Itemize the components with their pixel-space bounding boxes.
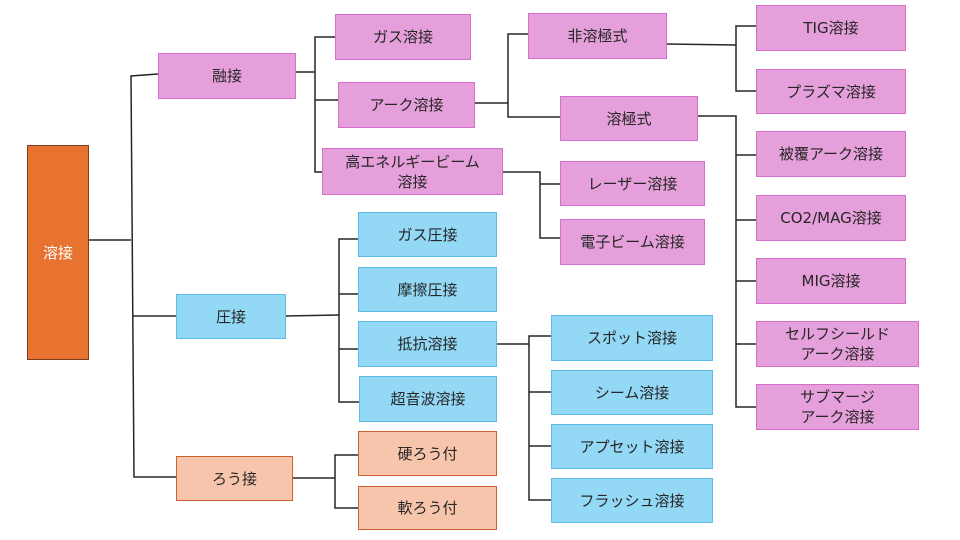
node-label: 高エネルギービーム 溶接: [345, 152, 480, 191]
node-label: 融接: [211, 67, 242, 85]
node-arc-welding[interactable]: アーク溶接: [338, 82, 475, 128]
node-label: レーザー溶接: [587, 174, 678, 193]
node-ultrasonic-welding[interactable]: 超音波溶接: [359, 376, 497, 422]
node-mig-welding[interactable]: MIG溶接: [756, 258, 906, 304]
node-consumable-electrode[interactable]: 溶極式: [560, 96, 698, 141]
node-label: 超音波溶接: [390, 390, 466, 408]
connector-root-fusion: [130, 73, 176, 478]
connector-pressure-bracket: [338, 238, 359, 403]
node-gas-welding[interactable]: ガス溶接: [335, 14, 471, 60]
node-plasma-welding[interactable]: プラズマ溶接: [756, 69, 906, 114]
node-label: MIG溶接: [801, 272, 861, 290]
node-electron-beam-welding[interactable]: 電子ビーム溶接: [560, 219, 705, 265]
node-label: ろう接: [211, 469, 257, 488]
node-label: フラッシュ溶接: [579, 491, 685, 510]
connector-pressure: [284, 314, 340, 317]
connector-non-consumable: [665, 43, 737, 46]
node-high-energy-beam-welding[interactable]: 高エネルギービーム 溶接: [322, 148, 503, 195]
node-welding-root[interactable]: 溶接: [27, 145, 89, 360]
node-label: CO2/MAG溶接: [780, 209, 882, 227]
node-label: サブマージ アーク溶接: [800, 388, 875, 426]
node-label: 非溶極式: [567, 27, 628, 45]
node-label: アーク溶接: [369, 96, 444, 114]
connector-arc-bracket: [507, 33, 560, 118]
node-label: TIG溶接: [803, 19, 859, 37]
connector-resistance-bracket: [528, 335, 551, 501]
connector-fusion-bracket: [314, 36, 335, 173]
node-co2-mag-welding[interactable]: CO2/MAG溶接: [756, 195, 906, 241]
node-friction-welding[interactable]: 摩擦圧接: [358, 267, 497, 312]
node-label: ガス圧接: [397, 225, 458, 244]
node-label: 圧接: [215, 307, 246, 326]
node-hard-brazing[interactable]: 硬ろう付: [358, 431, 497, 476]
node-soft-soldering[interactable]: 軟ろう付: [358, 486, 497, 530]
node-label: スポット溶接: [586, 329, 677, 347]
node-label: 軟ろう付: [397, 499, 458, 517]
node-self-shield-arc-welding[interactable]: セルフシールド アーク溶接: [756, 321, 919, 367]
node-label: アプセット溶接: [579, 437, 685, 456]
node-label: 被覆アーク溶接: [778, 145, 884, 163]
node-upset-welding[interactable]: アプセット溶接: [551, 424, 713, 469]
node-label: シーム溶接: [594, 383, 670, 402]
node-tig-welding[interactable]: TIG溶接: [756, 5, 906, 51]
connector-high-energy: [502, 171, 560, 239]
node-submerged-arc-welding[interactable]: サブマージ アーク溶接: [756, 384, 919, 430]
node-fusion-welding[interactable]: 融接: [158, 53, 296, 99]
node-label: 電子ビーム溶接: [580, 233, 685, 251]
node-seam-welding[interactable]: シーム溶接: [551, 370, 713, 415]
node-label: 抵抗溶接: [397, 335, 458, 353]
node-flash-welding[interactable]: フラッシュ溶接: [551, 478, 713, 523]
node-label: ガス溶接: [372, 28, 433, 46]
node-label: セルフシールド アーク溶接: [784, 325, 890, 363]
node-label: プラズマ溶接: [786, 82, 876, 101]
node-covered-arc-welding[interactable]: 被覆アーク溶接: [756, 131, 906, 177]
node-laser-welding[interactable]: レーザー溶接: [560, 161, 705, 206]
node-resistance-welding[interactable]: 抵抗溶接: [358, 321, 497, 367]
connector-consumable: [697, 115, 756, 408]
node-brazing[interactable]: ろう接: [176, 456, 293, 501]
node-label: 硬ろう付: [397, 444, 458, 463]
connector-brazing-bracket: [334, 454, 358, 509]
node-pressure-welding[interactable]: 圧接: [176, 294, 286, 339]
node-label: 溶極式: [606, 109, 652, 128]
connector-non-consumable-bracket: [735, 25, 756, 92]
node-non-consumable-electrode[interactable]: 非溶極式: [528, 13, 667, 59]
node-gas-pressure-welding[interactable]: ガス圧接: [358, 212, 497, 257]
node-spot-welding[interactable]: スポット溶接: [551, 315, 713, 361]
node-label: 溶接: [42, 243, 73, 262]
node-label: 摩擦圧接: [397, 280, 458, 299]
